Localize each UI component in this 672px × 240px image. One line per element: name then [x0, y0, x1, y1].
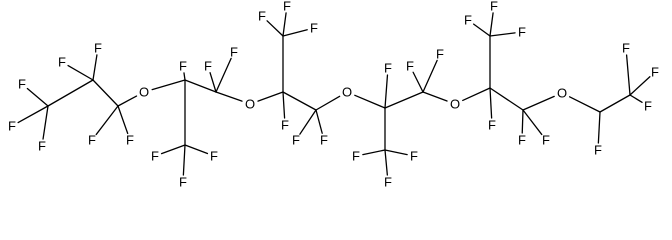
- atom-label-f-c10-1: F: [384, 61, 392, 76]
- atom-label-o4: O: [450, 97, 460, 112]
- bond-c11-f-3: [384, 149, 408, 156]
- bond-c6-f-1: [209, 72, 217, 93]
- atom-label-f-c2-1: F: [58, 55, 66, 70]
- bond-c12-o4: [422, 91, 448, 102]
- bond-c15-f-2: [522, 109, 543, 136]
- atom-label-f-c3-1: F: [88, 133, 96, 148]
- atom-label-o3: O: [342, 85, 352, 100]
- atom-label-f-c3-2: F: [126, 133, 134, 148]
- atom-label-f-c11-2: F: [384, 175, 392, 190]
- bond-c8-f-3: [282, 29, 308, 37]
- bond-c1-f-2: [17, 105, 49, 124]
- bond-c8-f-1: [266, 20, 284, 37]
- atom-label-f-c12-2: F: [436, 47, 444, 62]
- atom-label-f-c13-1: F: [488, 118, 496, 133]
- atom-label-f-c7-1: F: [281, 118, 289, 133]
- bond-c3-f-1: [95, 105, 119, 136]
- atom-label-o2: O: [245, 97, 255, 112]
- atom-label-f-c15-1: F: [518, 133, 526, 148]
- atom-label-f-c14-3: F: [518, 25, 526, 40]
- atom-label-f-c4-1: F: [179, 59, 187, 74]
- atom-label-f-c12-1: F: [406, 59, 414, 74]
- bond-c2-f-2: [92, 54, 98, 81]
- atom-label-o1: O: [139, 85, 149, 100]
- atom-label-f-c17-1: F: [622, 41, 630, 56]
- bond-c8-f-2: [282, 12, 287, 37]
- atom-label-f-c6-1: F: [204, 59, 212, 74]
- bond-c4-f-1: [183, 72, 186, 81]
- bond-c4-c6: [184, 79, 217, 93]
- atom-label-f-c1-3: F: [38, 139, 46, 154]
- bond-c11-f-1: [362, 149, 386, 156]
- atom-label-f-c15-2: F: [542, 133, 550, 148]
- atom-label-f-c8-2: F: [283, 0, 291, 14]
- bond-o5-c16: [568, 96, 601, 113]
- bond-c5-f-2: [182, 144, 186, 176]
- atom-label-f-c14-2: F: [490, 0, 498, 14]
- bond-c6-f-2: [215, 57, 232, 93]
- bond-c2-f-1: [67, 64, 94, 81]
- bond-c14-f-1: [473, 23, 491, 37]
- atom-label-f-c8-1: F: [258, 9, 266, 24]
- bond-c17-f-3: [629, 94, 643, 103]
- bond-c16-f-1: [597, 111, 601, 144]
- bond-c14-f-3: [489, 32, 516, 37]
- bond-c3-o1: [117, 95, 138, 107]
- bond-c7-c9: [282, 91, 317, 111]
- atom-label-f-c8-3: F: [310, 21, 318, 36]
- bond-c15-f-1: [521, 109, 524, 134]
- bond-c5-f-3: [184, 144, 209, 155]
- bond-c1-c2: [47, 79, 94, 107]
- atom-label-f-c14-1: F: [464, 13, 472, 28]
- bond-c13-c15: [489, 87, 524, 111]
- bond-c15-o5: [522, 95, 555, 111]
- bond-c3-f-2: [117, 105, 129, 135]
- atom-label-f-c5-2: F: [179, 175, 187, 190]
- bond-c12-f-1: [412, 71, 424, 93]
- bond-o3-c10: [354, 94, 386, 109]
- bond-c11-f-2: [384, 149, 388, 176]
- atom-label-f-c9-1: F: [292, 133, 300, 148]
- atom-label-f-c5-1: F: [151, 149, 159, 164]
- bond-c17-f-1: [625, 54, 631, 96]
- atom-label-f-c17-2: F: [651, 65, 659, 80]
- bond-c9-o3: [315, 95, 341, 111]
- atom-label-f-c2-2: F: [94, 41, 102, 56]
- bond-c5-f-1: [160, 144, 186, 155]
- bond-c10-c12: [384, 91, 424, 109]
- atom-label-f-c5-3: F: [210, 149, 218, 164]
- atom-label-o5: O: [557, 86, 567, 101]
- bond-o4-c13: [462, 87, 491, 102]
- bond-c16-c17: [599, 94, 631, 113]
- bond-c6-o2: [215, 91, 243, 102]
- atom-label-f-c17-3: F: [644, 99, 652, 114]
- bond-c2-c3: [92, 79, 119, 107]
- bond-c1-f-3: [42, 105, 49, 140]
- bond-c14-f-2: [489, 12, 494, 37]
- bond-c12-f-2: [422, 59, 438, 93]
- bond-c7-f-1: [282, 91, 286, 119]
- bond-c17-f-2: [629, 76, 651, 96]
- atom-label-f-c11-3: F: [410, 149, 418, 164]
- bond-c10-f-1: [384, 74, 389, 109]
- atom-label-f-c9-2: F: [320, 133, 328, 148]
- atom-label-f-c1-1: F: [18, 77, 26, 92]
- atom-label-f-c6-2: F: [230, 45, 238, 60]
- atom-label-f-c16-1: F: [594, 143, 602, 158]
- bond-c9-f-2: [315, 109, 323, 134]
- bond-c13-f-1: [489, 87, 493, 119]
- bond-c1-f-1: [26, 87, 49, 107]
- bond-o2-c7: [257, 91, 284, 102]
- bond-c9-f-1: [299, 109, 317, 135]
- atom-label-f-c11-1: F: [352, 149, 360, 164]
- bond-o1-c4: [151, 79, 186, 91]
- atom-label-f-c1-2: F: [8, 119, 16, 134]
